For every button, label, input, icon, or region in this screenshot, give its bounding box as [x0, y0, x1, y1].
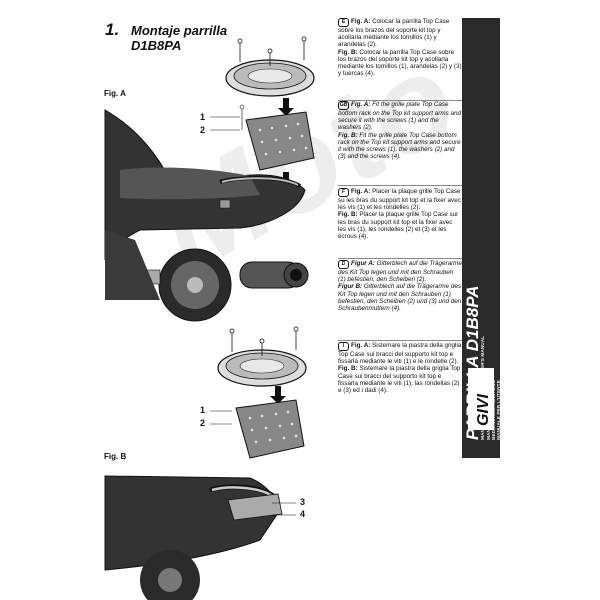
givi-logo: GIVI — [468, 368, 494, 430]
callout-a-1: 1 — [200, 112, 206, 122]
lang-badge-de: D — [338, 260, 349, 269]
title-line-1: Montaje parrilla — [131, 23, 228, 38]
step-number: 1. — [105, 20, 120, 39]
title-line-2: D1B8PA — [131, 38, 182, 53]
callout-b-4: 4 — [300, 509, 306, 519]
callout-a-2: 2 — [200, 125, 206, 135]
fig-b-label: Fig. B — [104, 452, 127, 461]
lang-badge-es: E — [338, 18, 349, 27]
callout-b-3: 3 — [300, 497, 306, 507]
givi-logo-text: GIVI — [475, 393, 492, 426]
callout-b-2: 2 — [200, 418, 206, 428]
page-title: Montaje parrilla D1B8PA — [131, 23, 227, 53]
lang-badge-fr: F — [338, 188, 349, 197]
sidebar-subtitle-4: MANUALE PER L'UTENTE — [497, 380, 502, 440]
lang-badge-it: I — [338, 342, 349, 351]
fig-a-drawing — [104, 36, 315, 322]
lang-badge-en: GB — [338, 101, 349, 110]
fig-a-label: Fig. A — [104, 89, 126, 98]
callout-b-1: 1 — [200, 405, 206, 415]
fig-b-drawing — [104, 326, 307, 600]
installation-illustration — [104, 36, 315, 600]
